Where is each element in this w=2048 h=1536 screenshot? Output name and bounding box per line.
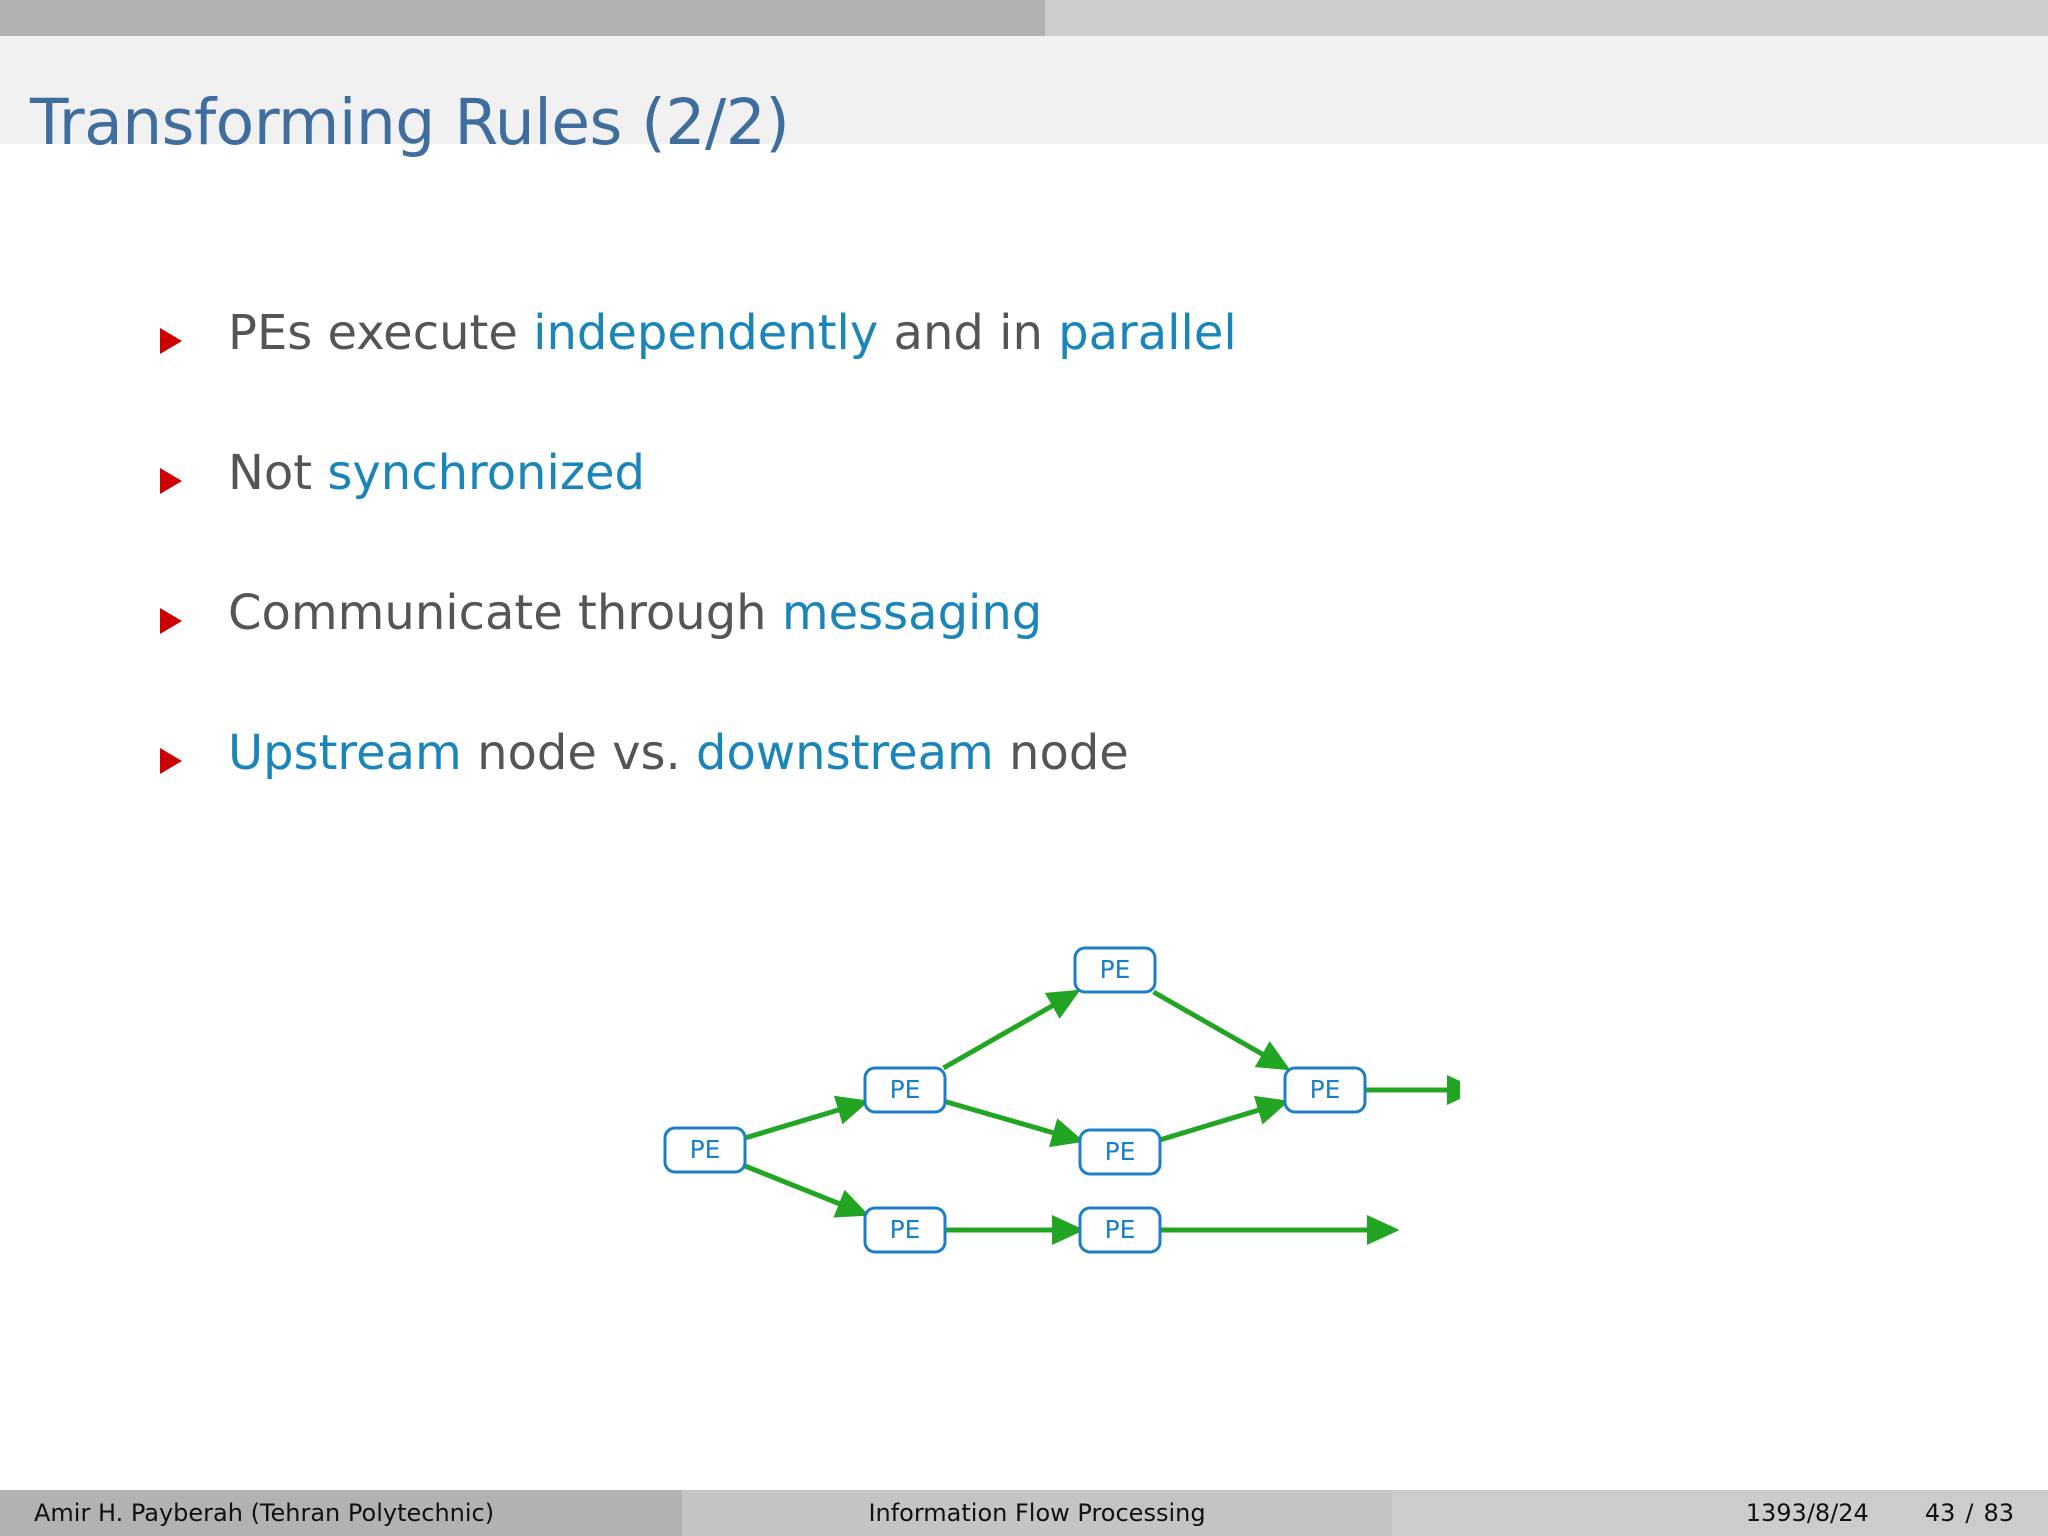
pe-node-label: PE bbox=[890, 1215, 921, 1244]
pe-node-label: PE bbox=[1100, 955, 1131, 984]
footer-page-indicator: 43 / 83 bbox=[1925, 1499, 2014, 1527]
bullet-text: PEs execute independently and in paralle… bbox=[228, 300, 1237, 366]
bullet-plain-text: Communicate through bbox=[228, 585, 782, 641]
bullet-item: Communicate through messaging bbox=[0, 580, 2048, 720]
bullet-highlight-term: synchronized bbox=[327, 445, 646, 501]
slide-footer: Amir H. Payberah (Tehran Polytechnic) In… bbox=[0, 1490, 2048, 1536]
bullet-highlight-term: downstream bbox=[696, 725, 994, 781]
footer-author: Amir H. Payberah (Tehran Polytechnic) bbox=[0, 1490, 682, 1536]
bullet-plain-text: Not bbox=[228, 445, 328, 501]
footer-right-segment: 1393/8/24 43 / 83 bbox=[1392, 1490, 2048, 1536]
diagram-edge bbox=[944, 1099, 1085, 1148]
pe-node-box bbox=[1078, 1128, 1162, 1176]
diagram-edge bbox=[942, 989, 1081, 1071]
bullet-item: PEs execute independently and in paralle… bbox=[0, 300, 2048, 440]
footer-page-current: 43 bbox=[1924, 1499, 1956, 1527]
footer-talk-title: Information Flow Processing bbox=[682, 1490, 1392, 1536]
bullet-text: Upstream node vs. downstream node bbox=[228, 720, 1129, 786]
diagram-edge bbox=[1152, 989, 1291, 1071]
pe-node: PE bbox=[1078, 1206, 1162, 1254]
bullet-text: Communicate through messaging bbox=[228, 580, 1042, 646]
bullet-highlight-term: independently bbox=[533, 305, 879, 361]
bullet-list: PEs execute independently and in paralle… bbox=[0, 300, 2048, 860]
footer-page-total: 83 bbox=[1983, 1499, 2014, 1527]
diagram-node-layer: PE PE PE PE PE PE PE bbox=[663, 946, 1367, 1254]
pe-node: PE bbox=[1073, 946, 1157, 994]
pe-node-box bbox=[1078, 1206, 1162, 1254]
bullet-item: Upstream node vs. downstream node bbox=[0, 720, 2048, 860]
title-band: Transforming Rules (2/2) bbox=[0, 36, 2048, 159]
pe-node-label: PE bbox=[1310, 1075, 1341, 1104]
pe-node-box bbox=[1073, 946, 1157, 994]
pe-node: PE bbox=[1078, 1128, 1162, 1176]
bullet-plain-text: node vs. bbox=[461, 725, 697, 781]
bullet-plain-text: and in bbox=[878, 305, 1059, 361]
page-title: Transforming Rules (2/2) bbox=[30, 86, 790, 159]
bullet-triangle-icon bbox=[160, 748, 182, 774]
bullet-triangle-icon bbox=[160, 328, 182, 354]
pe-dataflow-diagram: PE PE PE PE PE PE PE bbox=[640, 880, 1460, 1300]
pe-node-box bbox=[863, 1206, 947, 1254]
diagram-edge bbox=[744, 1095, 870, 1141]
bullet-plain-text: PEs execute bbox=[228, 305, 534, 361]
bullet-highlight-term: messaging bbox=[781, 585, 1043, 641]
pe-node-box bbox=[863, 1066, 947, 1114]
pe-node: PE bbox=[663, 1126, 747, 1174]
bullet-item: Not synchronized bbox=[0, 440, 2048, 580]
pe-node: PE bbox=[1283, 1066, 1367, 1114]
pe-node-label: PE bbox=[690, 1135, 721, 1164]
bullet-text: Not synchronized bbox=[228, 440, 645, 506]
top-bar-left-segment bbox=[0, 0, 1045, 36]
footer-date: 1393/8/24 bbox=[1745, 1499, 1869, 1527]
top-decoration-bar bbox=[0, 0, 2048, 36]
diagram-edge-layer bbox=[744, 989, 1460, 1245]
pe-node-box bbox=[663, 1126, 747, 1174]
footer-page-separator: / bbox=[1965, 1499, 1974, 1527]
pe-node-label: PE bbox=[890, 1075, 921, 1104]
pe-node-box bbox=[1283, 1066, 1367, 1114]
diagram-edge bbox=[744, 1163, 870, 1218]
pe-node-label: PE bbox=[1105, 1137, 1136, 1166]
pe-node: PE bbox=[863, 1206, 947, 1254]
bullet-triangle-icon bbox=[160, 468, 182, 494]
diagram-edge bbox=[1159, 1095, 1290, 1143]
bullet-highlight-term: parallel bbox=[1058, 305, 1237, 361]
top-bar-right-segment bbox=[1045, 0, 2048, 36]
pe-node: PE bbox=[863, 1066, 947, 1114]
bullet-triangle-icon bbox=[160, 608, 182, 634]
bullet-plain-text: node bbox=[993, 725, 1129, 781]
bullet-highlight-term: Upstream bbox=[228, 725, 462, 781]
pe-node-label: PE bbox=[1105, 1215, 1136, 1244]
